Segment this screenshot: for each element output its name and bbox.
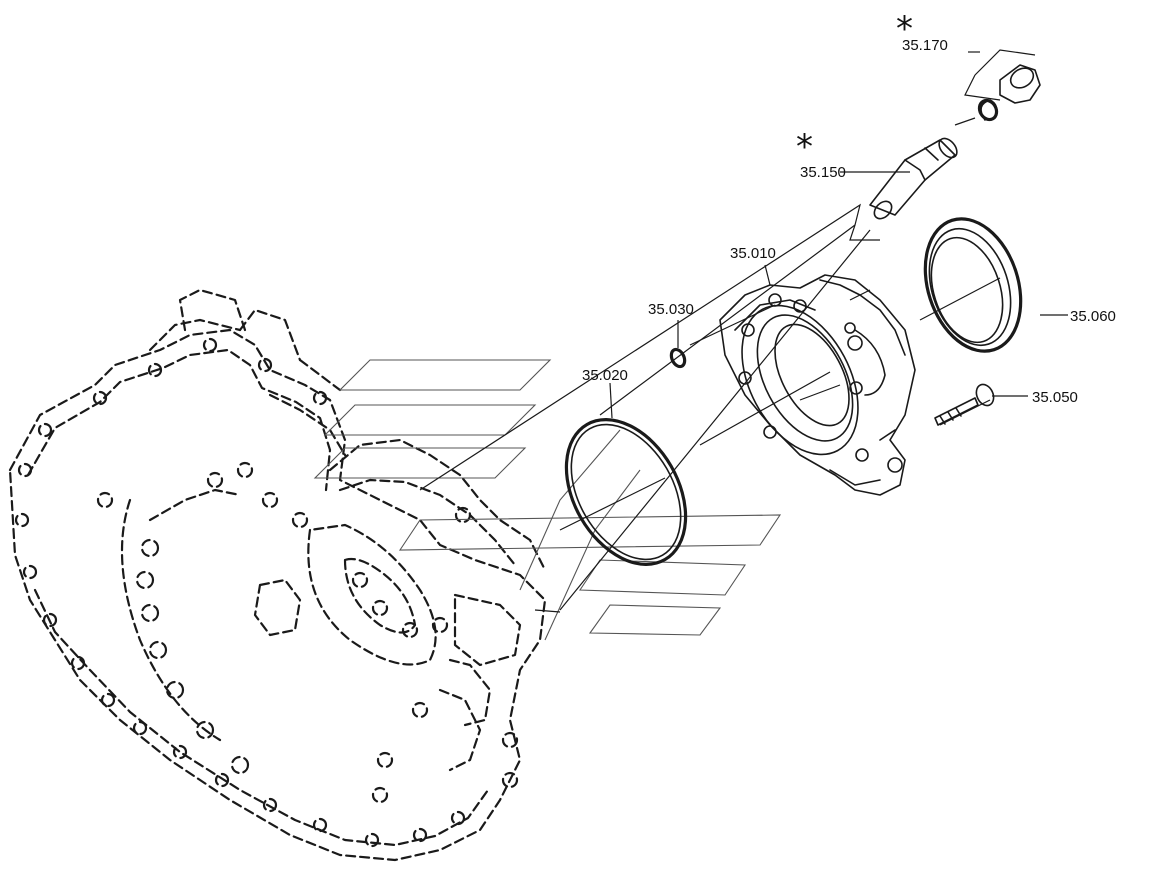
o-ring-35030 xyxy=(669,347,687,369)
part-label-35170: 35.170 xyxy=(902,37,948,54)
part-label-35030: 35.030 xyxy=(648,301,694,318)
watermark-lines xyxy=(313,359,782,641)
pump-housing-35010 xyxy=(719,274,916,496)
fitting-35150 xyxy=(869,137,958,220)
part-label-35050: 35.050 xyxy=(1032,389,1078,406)
asterisk-marker-35170: * xyxy=(896,9,913,49)
axis-lines xyxy=(419,117,1001,613)
part-label-35150: 35.150 xyxy=(800,164,846,181)
part-label-35060: 35.060 xyxy=(1070,308,1116,325)
part-label-35010: 35.010 xyxy=(730,245,776,262)
label-leaders xyxy=(609,51,1068,419)
transmission-housing xyxy=(8,288,547,862)
plug-35170 xyxy=(964,49,1041,122)
bolt-35050 xyxy=(934,383,995,426)
o-ring-35020 xyxy=(564,418,688,566)
asterisk-marker-35150: * xyxy=(796,127,813,167)
part-label-35020: 35.020 xyxy=(582,367,628,384)
seal-35060 xyxy=(923,217,1023,353)
